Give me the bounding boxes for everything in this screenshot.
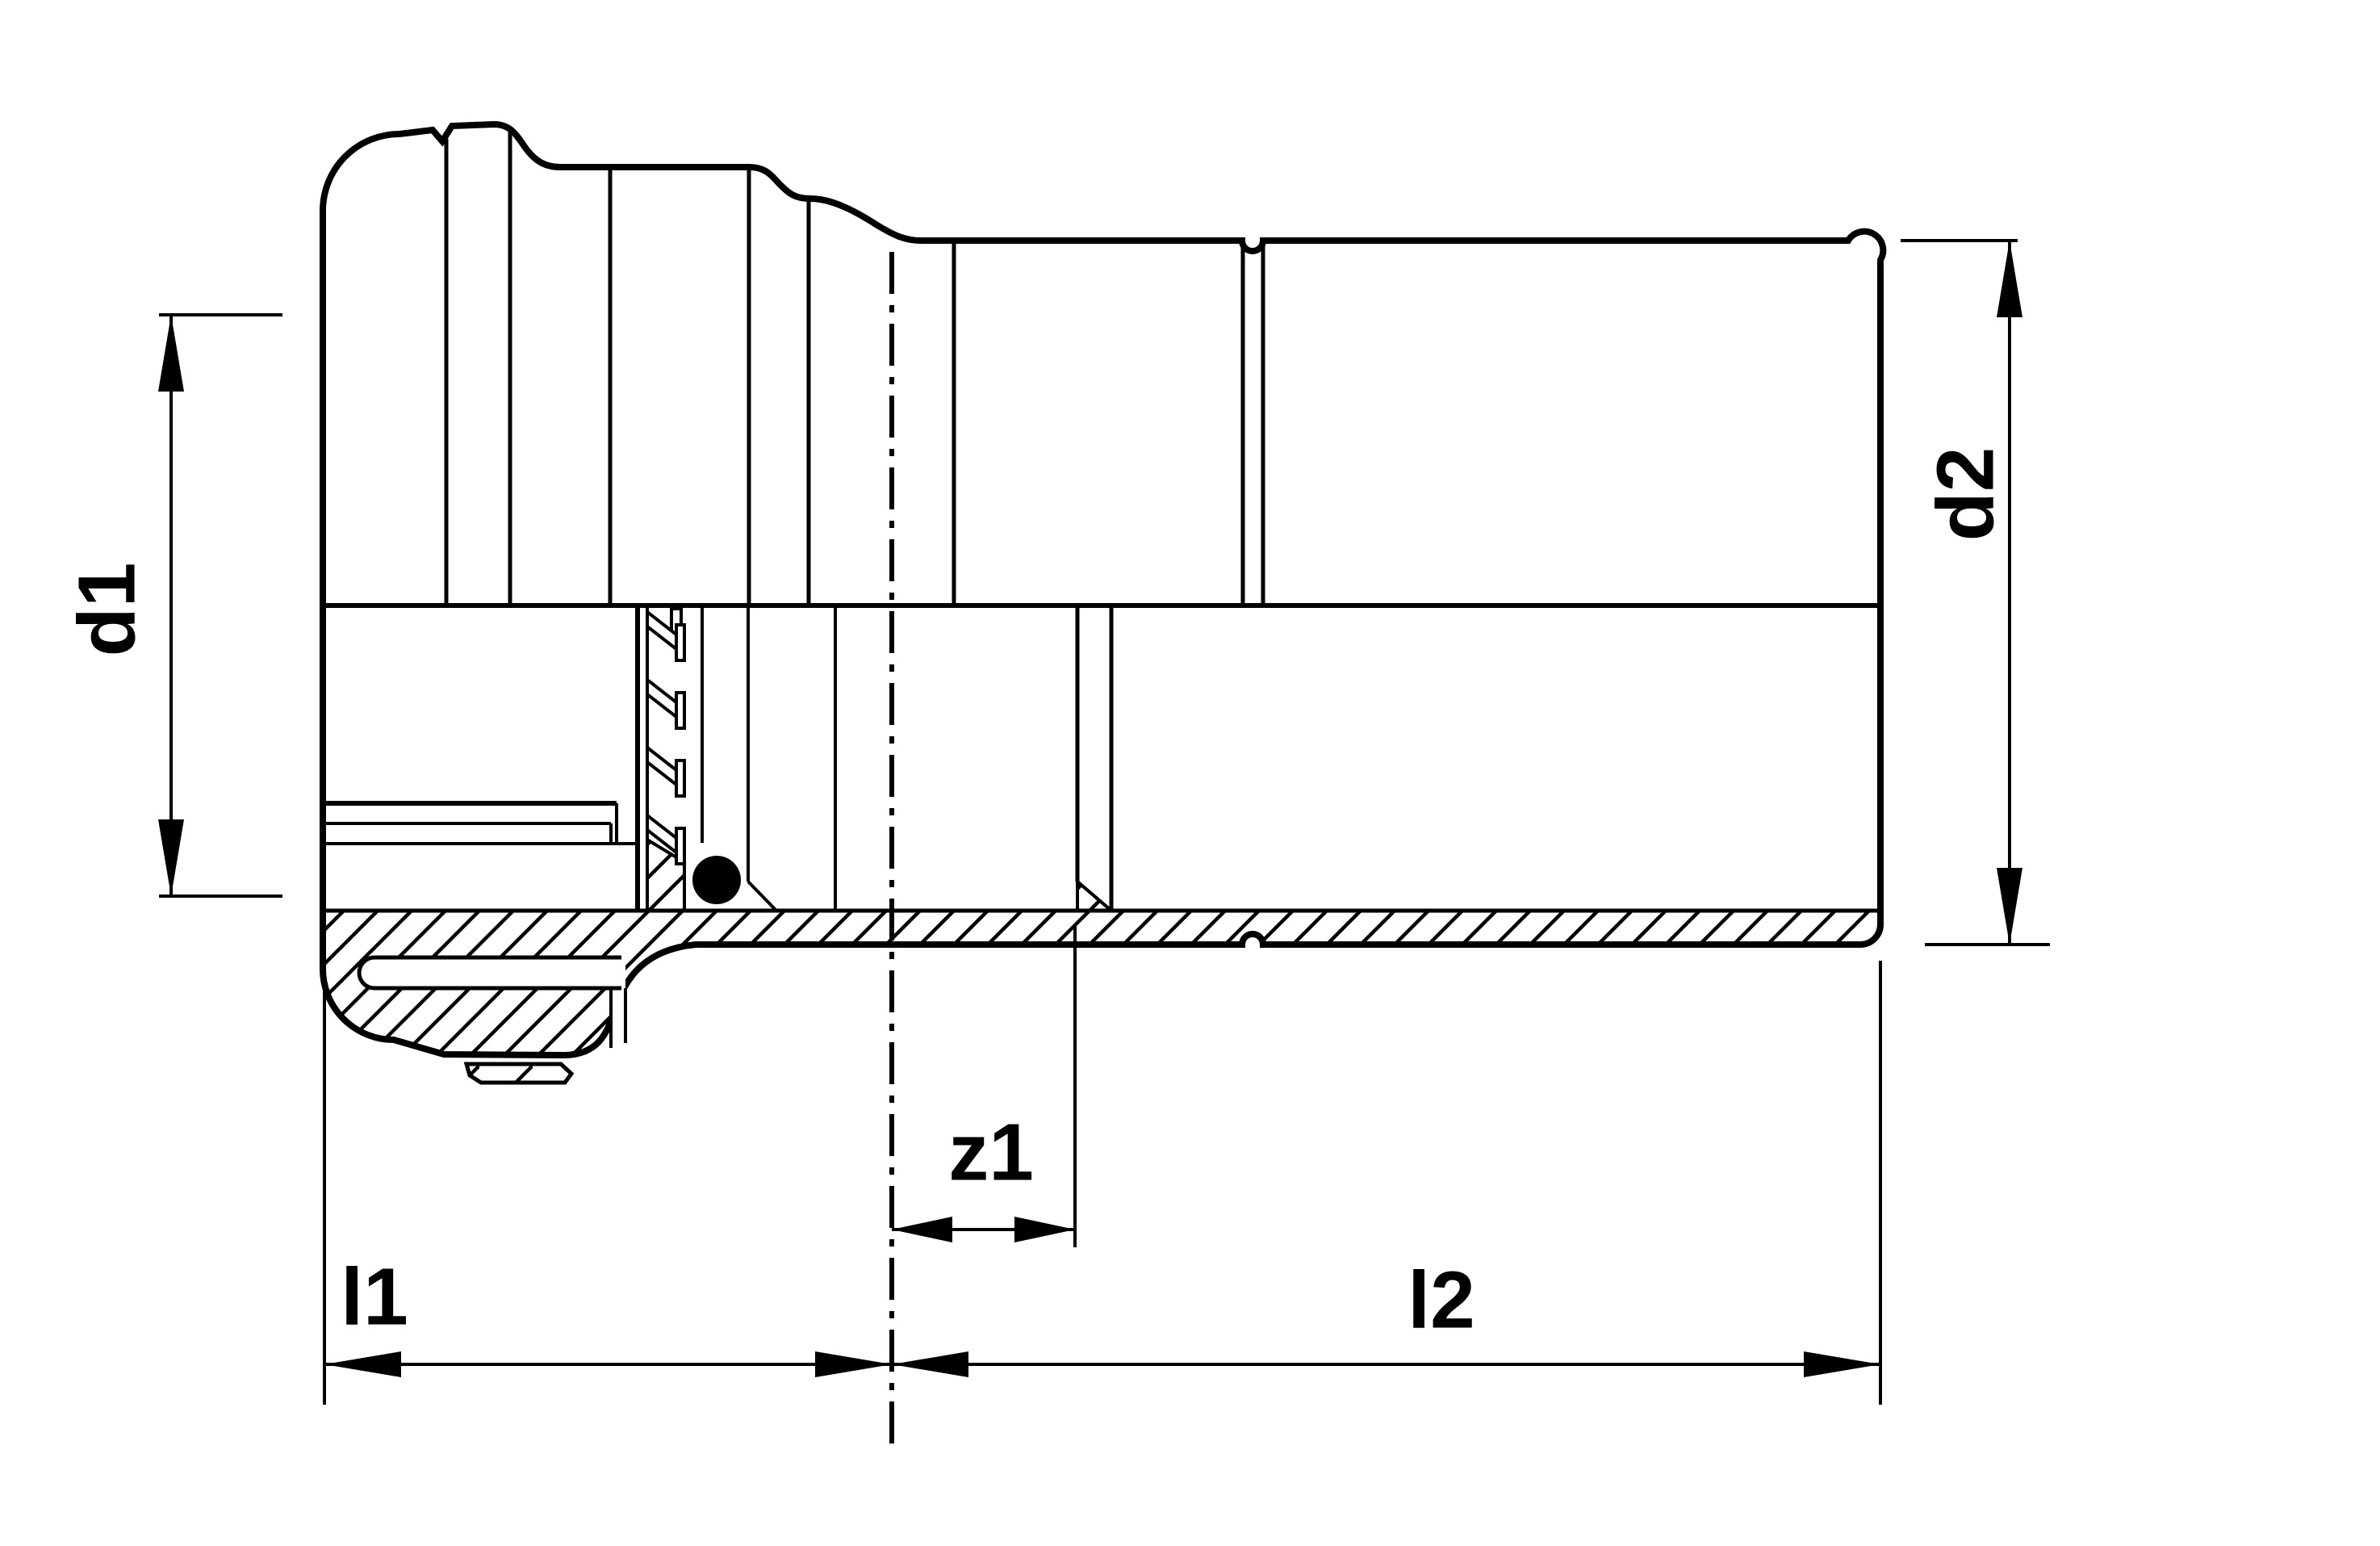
o-ring-seal (692, 856, 741, 904)
l1-arrow-right (815, 1351, 892, 1377)
internal-components (323, 607, 1114, 912)
dimension-l2 (892, 961, 1882, 1405)
release-collar-pin (357, 955, 621, 991)
d2-arrow-down (1997, 868, 2022, 945)
z1-arrow-left (892, 1217, 952, 1242)
release-tab-body (463, 1062, 575, 1085)
label-d1: d1 (61, 563, 152, 657)
l2-arrow-right (1804, 1351, 1880, 1377)
grip-tooth-1-cap (675, 623, 686, 662)
grip-tooth-3 (646, 744, 678, 789)
label-l2: l2 (1408, 1255, 1474, 1345)
label-l1: l1 (341, 1251, 408, 1342)
body-wall-hatch (322, 911, 1880, 1055)
d1-arrow-up (158, 315, 184, 392)
outer-contour-bottom (319, 605, 1884, 1059)
label-z1: z1 (948, 1107, 1034, 1197)
pipe-stop-chamfer (1076, 880, 1113, 912)
dimension-z1 (892, 924, 1077, 1247)
grip-teeth (646, 607, 686, 865)
d2-arrow-up (1997, 241, 2022, 317)
grip-tooth-4-cap (675, 827, 686, 865)
grip-tooth-2 (646, 676, 678, 721)
z1-arrow-right (1014, 1217, 1075, 1242)
l1-arrow-left (324, 1351, 401, 1377)
grip-tooth-2-cap (675, 691, 686, 730)
d1-arrow-down (158, 819, 184, 896)
fitting-outline-top (320, 120, 1887, 605)
l2-arrow-left (892, 1351, 968, 1377)
fitting-section-bottom (319, 605, 1884, 1059)
dimension-d2 (1901, 239, 2050, 946)
outer-contour-top (320, 120, 1887, 605)
socket-mouth-chamfer (747, 880, 778, 912)
release-tab (458, 1058, 579, 1088)
label-d2: d2 (1920, 447, 2010, 542)
dimension-l1 (323, 981, 892, 1405)
grip-tooth-3-cap (675, 759, 686, 798)
dimension-d1 (158, 313, 282, 898)
